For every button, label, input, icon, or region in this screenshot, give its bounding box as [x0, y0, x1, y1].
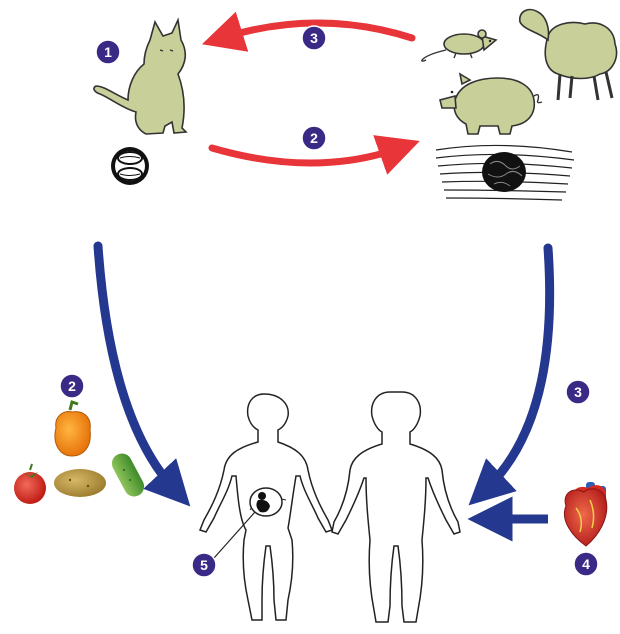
fetus-icon	[250, 488, 282, 516]
tissue-cyst-icon	[436, 145, 574, 200]
badge-hosts-to-cat: 3	[302, 26, 326, 50]
svg-text:4: 4	[582, 556, 590, 572]
man-icon	[332, 392, 460, 622]
svg-text:2: 2	[310, 130, 318, 146]
badge-food-route: 2	[60, 374, 84, 398]
badge-meat-route: 3	[566, 380, 590, 404]
sheep-icon	[520, 10, 617, 100]
potato-icon	[54, 469, 106, 497]
pepper-icon	[55, 402, 90, 456]
mouse-icon	[422, 30, 496, 61]
cucumber-icon	[108, 450, 147, 500]
tomato-icon	[14, 464, 46, 504]
badge-congenital: 5	[192, 553, 216, 577]
oocyst-icon	[111, 147, 149, 185]
pig-icon	[440, 74, 542, 134]
svg-text:2: 2	[68, 378, 76, 394]
svg-text:3: 3	[310, 30, 318, 46]
badge-transplant-route: 4	[574, 552, 598, 576]
arrow-hosts-to-human	[485, 248, 550, 490]
badge-cat-to-hosts: 2	[302, 126, 326, 150]
svg-text:3: 3	[574, 384, 582, 400]
cat-icon	[94, 20, 186, 134]
arrow-cat-to-human	[98, 246, 175, 490]
svg-text:1: 1	[104, 44, 112, 60]
heart-icon	[564, 482, 606, 546]
badge-cat: 1	[96, 40, 120, 64]
arrow-cat-to-hosts	[212, 148, 400, 163]
svg-text:5: 5	[200, 557, 208, 573]
